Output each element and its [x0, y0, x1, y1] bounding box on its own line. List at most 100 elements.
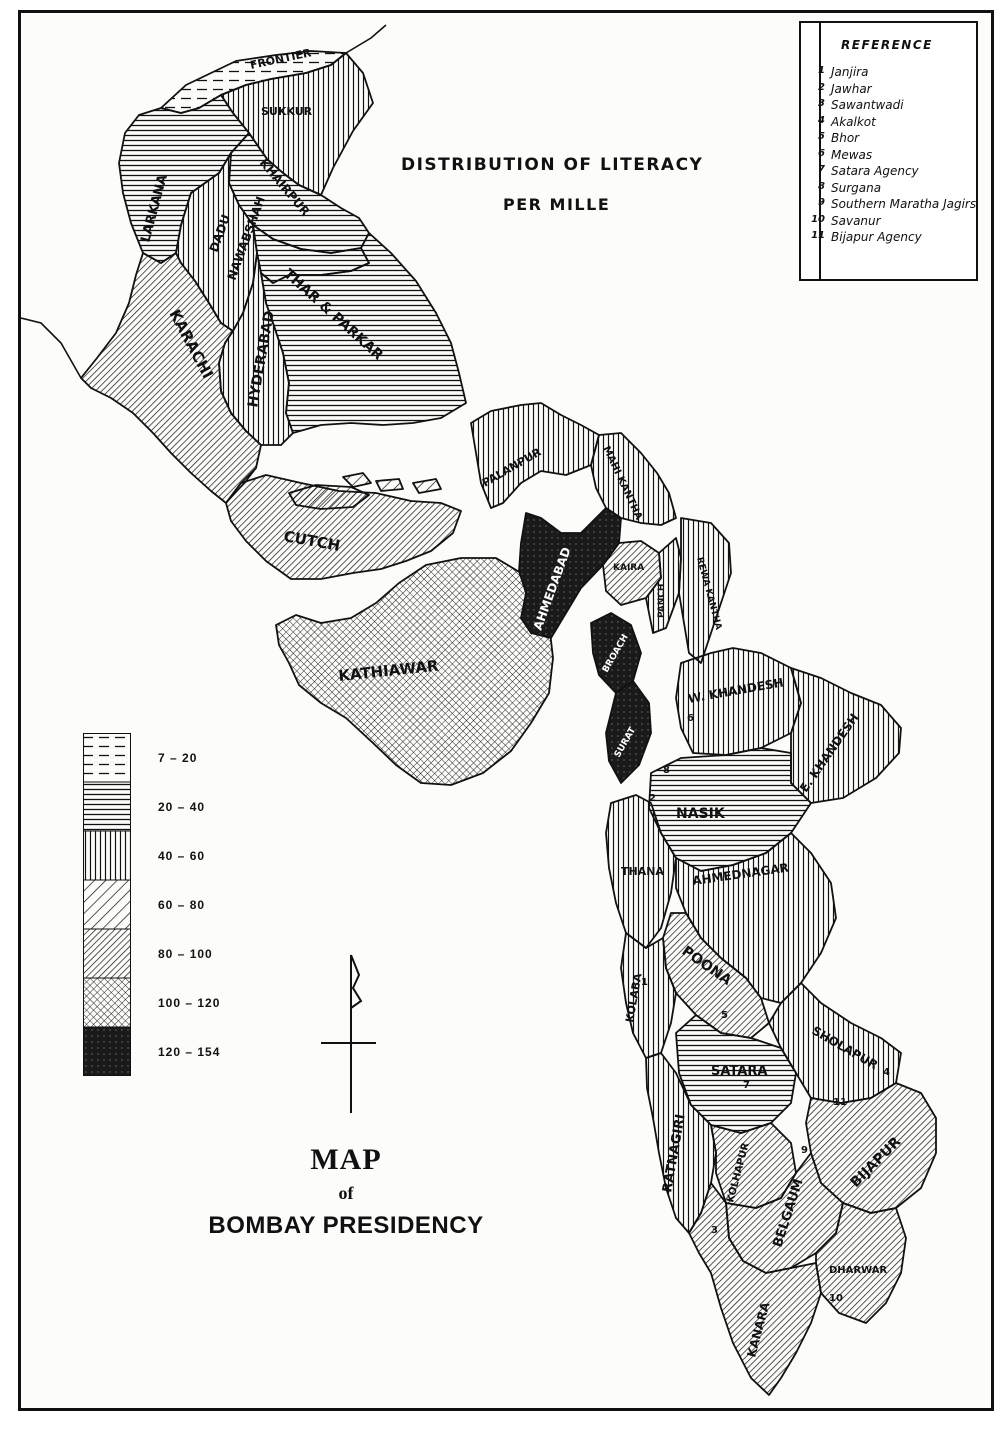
region-cutch-isle-3 [375, 478, 404, 492]
region-mahi-kantha [590, 432, 677, 526]
map-title-presidency: BOMBAY PRESIDENCY [208, 1212, 484, 1239]
region-kathiawar [275, 557, 554, 786]
reference-item-name: Savanur [831, 213, 881, 228]
reference-item-number: 3 [818, 98, 825, 109]
label-nasik: NASIK [676, 806, 726, 822]
reference-item-number: 5 [818, 131, 825, 142]
reference-item-number: 9 [818, 197, 825, 208]
legend-swatch [83, 880, 131, 929]
legend-item: 120 – 154 [83, 1027, 283, 1076]
region-rewa-kantha [678, 517, 732, 664]
legend-swatch [83, 733, 131, 782]
reference-item-number: 11 [811, 230, 825, 241]
region-cutch [225, 474, 462, 580]
river-line [225, 467, 257, 504]
reference-item: 9 Southern Maratha Jagirs [803, 197, 976, 214]
legend-label: 40 – 60 [158, 849, 206, 863]
reference-item-name: Mewas [831, 147, 873, 162]
reference-item-name: Akalkot [831, 114, 876, 129]
legend-swatch [83, 978, 131, 1027]
map-title-of: of [338, 1183, 354, 1203]
reference-item: 10 Savanur [803, 214, 976, 231]
legend-label: 7 – 20 [158, 751, 198, 765]
reference-item-name: Sawantwadi [831, 98, 904, 112]
reference-item-number: 2 [818, 81, 825, 93]
reference-rule [819, 23, 821, 279]
legend-item: 20 – 40 [83, 782, 283, 831]
coast-line-west [21, 317, 82, 379]
region-thana [605, 794, 677, 949]
label-satara: SATARA [711, 1064, 767, 1079]
reference-list: 1 Janjira 2 Jawhar 3 Sawantwadi 4 Akalkot 5 Bhor 6… [803, 65, 976, 247]
legend-label: 100 – 120 [158, 996, 221, 1010]
legend-item: 40 – 60 [83, 831, 283, 880]
reference-item-name: Bijapur Agency [831, 230, 922, 244]
region-kanara [688, 1182, 822, 1396]
label-panch: PANCH [657, 584, 667, 618]
reference-item-name: Surgana [831, 180, 882, 195]
region-e-khandesh [790, 667, 902, 804]
map-number-5: 5 [721, 1010, 728, 1021]
map-heading: DISTRIBUTION OF LITERACY [401, 155, 704, 175]
legend-item: 100 – 120 [83, 978, 283, 1027]
region-cutch-isle-2 [342, 472, 372, 488]
legend-swatch [83, 831, 131, 880]
map-title: MAP [310, 1143, 382, 1176]
legend-label: 120 – 154 [158, 1045, 221, 1059]
legend-swatch [83, 782, 131, 831]
map-number-8: 8 [663, 765, 670, 776]
map-number-6: 6 [687, 713, 694, 724]
region-surat [605, 680, 652, 784]
reference-item: 7 Satara Agency [803, 164, 976, 181]
region-palanpur [470, 402, 600, 509]
label-sukkur: SUKKUR [261, 105, 313, 118]
legend-item: 60 – 80 [83, 880, 283, 929]
map-number-3: 3 [711, 1225, 718, 1236]
legend-item: 80 – 100 [83, 929, 283, 978]
reference-item-name: Southern Maratha Jagirs [831, 197, 977, 211]
map-number-10: 10 [829, 1293, 843, 1304]
reference-item-number: 8 [818, 180, 825, 192]
map-number-11: 11 [833, 1097, 847, 1108]
map-number-7: 7 [743, 1080, 750, 1091]
reference-item-number: 7 [818, 164, 825, 175]
map-subheading: PER MILLE [503, 195, 611, 214]
reference-item-number: 4 [818, 114, 825, 126]
map-title-block: MAP of BOMBAY PRESIDENCY [186, 1143, 506, 1240]
legend-label: 80 – 100 [158, 947, 213, 961]
label-kaira: KAIRA [613, 563, 644, 573]
map-number-2: 2 [649, 793, 656, 804]
region-cutch-isle-1 [288, 484, 370, 510]
region-kolaba [620, 932, 677, 1059]
map-number-1: 1 [641, 977, 648, 988]
reference-item-name: Jawhar [831, 81, 872, 96]
coast-line-north [345, 24, 387, 54]
reference-item-number: 10 [811, 213, 825, 225]
region-panch-mahals [645, 537, 682, 634]
region-cutch-isle-4 [412, 478, 442, 494]
label-thana: THANA [621, 865, 664, 878]
reference-item: 2 Jawhar [803, 82, 976, 99]
reference-item: 8 Surgana [803, 181, 976, 198]
map-number-9: 9 [801, 1145, 808, 1156]
reference-item: 1 Janjira [803, 65, 976, 82]
region-karachi [80, 252, 262, 504]
legend-swatch [83, 1027, 131, 1076]
reference-item: 4 Akalkot [803, 115, 976, 132]
reference-item-name: Janjira [831, 65, 869, 79]
north-arrow-icon [321, 954, 376, 1113]
reference-item-name: Satara Agency [831, 164, 919, 178]
legend-border [83, 733, 131, 1076]
reference-item: 11 Bijapur Agency [803, 230, 976, 247]
legend-label: 20 – 40 [158, 800, 206, 814]
label-dharwar: DHARWAR [829, 1265, 887, 1276]
legend-swatch [83, 929, 131, 978]
legend-label: 60 – 80 [158, 898, 206, 912]
reference-item-name: Bhor [831, 131, 860, 145]
map-frame: FRONTIER SUKKUR LARKANA KHAIRPUR DADU NA… [18, 10, 994, 1411]
reference-item-number: 1 [818, 65, 825, 76]
legend-item: 7 – 20 [83, 733, 283, 782]
reference-item: 3 Sawantwadi [803, 98, 976, 115]
